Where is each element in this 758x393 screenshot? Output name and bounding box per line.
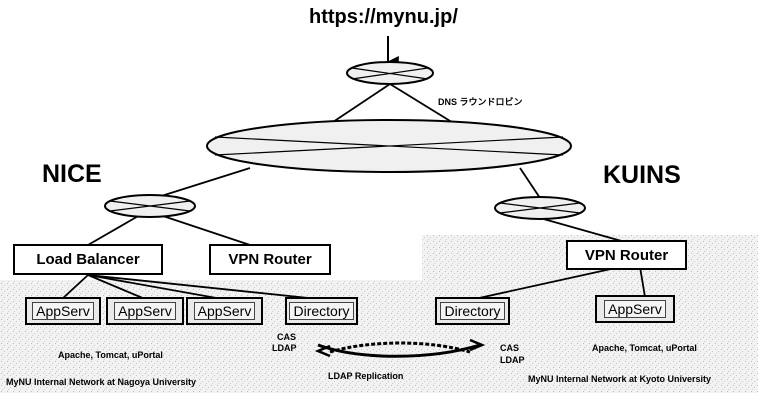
vpn-router-right-box: VPN Router	[566, 240, 687, 270]
directory-label: Directory	[440, 302, 505, 320]
nice-router-node	[104, 194, 196, 218]
appserv-label: AppServ	[193, 302, 256, 320]
dns-round-robin-node	[206, 119, 572, 173]
cas-right-label: CAS	[500, 343, 520, 353]
directory-label: Directory	[289, 302, 354, 320]
cas-left-label: CAS	[277, 332, 297, 342]
ldap-replication-arrows	[314, 338, 486, 358]
url-label: https://mynu.jp/	[309, 6, 458, 28]
appserv-box-1: AppServ	[25, 297, 101, 325]
nagoya-internal-network-label: MyNU Internal Network at Nagoya Universi…	[6, 377, 197, 387]
kyoto-internal-network-label: MyNU Internal Network at Kyoto Universit…	[528, 374, 712, 384]
appserv-label: AppServ	[32, 302, 94, 320]
connection-lines	[61, 83, 646, 301]
top-router-node	[346, 61, 434, 85]
nice-network-label: NICE	[42, 160, 102, 188]
kuins-network-label: KUINS	[603, 161, 681, 189]
directory-left-box: Directory	[285, 297, 358, 325]
dns-round-robin-label: DNS ラウンドロビン	[438, 97, 523, 107]
software-right-label: Apache, Tomcat, uPortal	[592, 343, 697, 353]
appserv-right-box: AppServ	[595, 295, 675, 323]
ldap-right-label: LDAP	[500, 355, 525, 365]
appserv-label: AppServ	[604, 300, 666, 318]
appserv-box-2: AppServ	[106, 297, 184, 325]
appserv-label: AppServ	[114, 302, 176, 320]
ldap-replication-label: LDAP Replication	[328, 371, 404, 381]
kuins-router-node	[494, 196, 586, 220]
directory-right-box: Directory	[435, 297, 510, 325]
software-left-label: Apache, Tomcat, uPortal	[58, 350, 163, 360]
appserv-box-3: AppServ	[186, 297, 263, 325]
vpn-router-left-box: VPN Router	[209, 244, 331, 275]
load-balancer-box: Load Balancer	[13, 244, 163, 275]
ldap-left-label: LDAP	[272, 343, 297, 353]
